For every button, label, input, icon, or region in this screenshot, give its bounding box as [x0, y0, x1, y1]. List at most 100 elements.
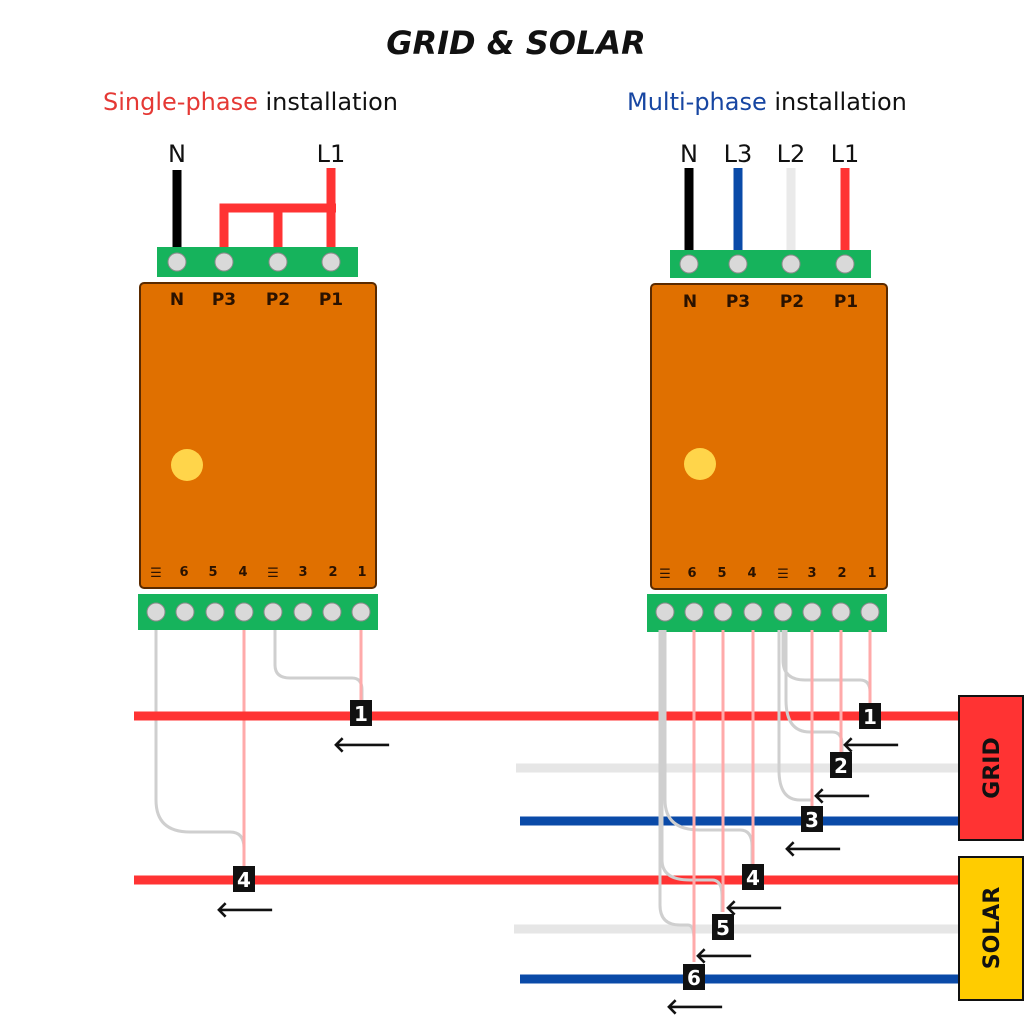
single-clamp-4-number: 4 [237, 868, 251, 892]
multi-wire-label-l3: L3 [724, 140, 753, 168]
multi-input-label: 1 [867, 566, 876, 581]
single-clamp-1-number: 1 [354, 702, 368, 726]
single-input-label: 4 [238, 565, 247, 580]
multi-input-label: 2 [837, 566, 846, 581]
grid-source-label: GRID [980, 737, 1005, 798]
multi-clamp-2-number: 2 [834, 754, 848, 778]
screw [322, 602, 342, 622]
single-input-label: 3 [298, 565, 307, 580]
screw [268, 252, 288, 272]
single-input-label: ☰ [150, 566, 162, 581]
screw [655, 602, 675, 622]
multi-clamp-2 [830, 752, 852, 778]
single-phase-heading: Single-phase installation [103, 88, 398, 116]
single-terminal-label: P3 [212, 290, 236, 310]
multi-sensor-wire-3-ground [777, 630, 814, 806]
single-meter-device [139, 282, 377, 589]
multi-phase-label: Multi-phase [627, 88, 767, 116]
single-phase-label-rest: installation [257, 88, 399, 116]
multi-input-label: 5 [717, 566, 726, 581]
diagram-title: GRID & SOLAR [386, 24, 646, 62]
multi-sensor-wire-5-ground [660, 630, 724, 912]
screw [293, 602, 313, 622]
screw [321, 252, 341, 272]
multi-clamp-1-number: 1 [863, 705, 877, 729]
screw [802, 602, 822, 622]
multi-input-label: ☰ [659, 567, 671, 582]
multi-clamp-4 [742, 864, 764, 890]
grid-source-box [958, 695, 1024, 841]
multi-top-screws [679, 254, 855, 274]
multi-clamp-6 [683, 964, 705, 990]
screw [860, 602, 880, 622]
single-terminal-label: N [170, 290, 184, 310]
screw [831, 602, 851, 622]
single-l1-wire [219, 168, 336, 250]
single-terminal-label: P2 [266, 290, 290, 310]
multi-sensor-wire-2-ground [784, 630, 844, 752]
multi-clamp-6-number: 6 [687, 966, 701, 990]
multi-sensor-wire-1-ground [781, 630, 872, 704]
screw [684, 602, 704, 622]
multi-clamp-3-arrow-icon: 🡐 [784, 837, 843, 862]
multi-clamp-2-arrow-icon: 🡐 [813, 784, 872, 809]
single-bottom-terminal-block [138, 594, 378, 630]
multi-clamp-3 [801, 806, 823, 832]
multi-clamp-4-number: 4 [746, 866, 760, 890]
multi-bottom-terminal-block [647, 594, 887, 632]
multi-terminal-label: P2 [780, 292, 804, 312]
solar-source-box [958, 856, 1024, 1001]
single-status-led [171, 449, 203, 481]
multi-bottom-screws [655, 602, 880, 622]
multi-terminal-label: N [683, 292, 697, 312]
screw [713, 602, 733, 622]
screw [146, 602, 166, 622]
multi-clamp-4-arrow-icon: 🡐 [725, 896, 784, 921]
screw [679, 254, 699, 274]
single-input-label: ☰ [267, 566, 279, 581]
multi-wire-label-l2: L2 [777, 140, 806, 168]
screw [234, 602, 254, 622]
screw [214, 252, 234, 272]
single-wire-label-n: N [168, 140, 186, 168]
single-input-label: 2 [328, 565, 337, 580]
single-clamp-4-arrow-icon: 🡐 [216, 898, 275, 923]
single-clamp-1-arrow-icon: 🡐 [333, 733, 392, 758]
multi-input-label: ☰ [777, 567, 789, 582]
single-input-label: 1 [357, 565, 366, 580]
multi-input-label: 3 [807, 566, 816, 581]
multi-clamp-5 [712, 914, 734, 940]
single-top-screws [167, 252, 341, 272]
multi-phase-label-rest: installation [766, 88, 907, 116]
screw [743, 602, 763, 622]
single-input-label: 6 [179, 565, 188, 580]
multi-wire-label-l1: L1 [831, 140, 860, 168]
single-clamp-1 [350, 700, 372, 726]
multi-clamp-1 [859, 703, 881, 729]
screw [835, 254, 855, 274]
multi-sensor-wire-4-ground [663, 630, 754, 864]
screw [205, 602, 225, 622]
screw [263, 602, 283, 622]
screw [175, 602, 195, 622]
screw [167, 252, 187, 272]
multi-input-label: 6 [687, 566, 696, 581]
multi-clamp-6-arrow-icon: 🡐 [666, 995, 725, 1020]
single-phase-label: Single-phase [103, 88, 258, 116]
multi-phase-heading: Multi-phase installation [627, 88, 907, 116]
multi-clamp-3-number: 3 [805, 808, 819, 832]
single-clamp-4 [233, 866, 255, 892]
single-terminal-label: P1 [319, 290, 343, 310]
screw [773, 602, 793, 622]
screw [781, 254, 801, 274]
single-wire-label-l1: L1 [317, 140, 346, 168]
multi-terminal-label: P1 [834, 292, 858, 312]
screw [728, 254, 748, 274]
multi-terminal-label: P3 [726, 292, 750, 312]
multi-input-label: 4 [747, 566, 756, 581]
multi-clamp-5-number: 5 [716, 916, 730, 940]
multi-meter-device [650, 283, 888, 590]
multi-status-led [684, 448, 716, 480]
